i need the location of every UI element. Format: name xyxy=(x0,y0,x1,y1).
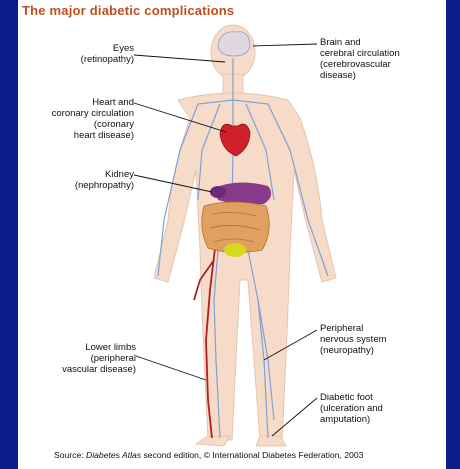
brain-mark xyxy=(218,32,250,56)
diagram-panel: The major diabetic complications xyxy=(18,0,446,469)
label-lower-limbs: Lower limbs (peripheral vascular disease… xyxy=(26,342,136,375)
source-suffix: second edition, © International Diabetes… xyxy=(141,450,363,460)
label-peripheral-nerves: Peripheral nervous system (neuropathy) xyxy=(320,323,444,356)
label-eyes: Eyes (retinopathy) xyxy=(58,43,134,65)
source-caption: Source: Diabetes Atlas second edition, ©… xyxy=(54,450,444,460)
kidney-mark xyxy=(210,186,226,198)
label-brain: Brain and cerebral circulation (cerebrov… xyxy=(320,37,444,81)
bladder-mark xyxy=(224,243,246,257)
source-prefix: Source: xyxy=(54,450,86,460)
source-book: Diabetes Atlas xyxy=(86,450,141,460)
label-diabetic-foot: Diabetic foot (ulceration and amputation… xyxy=(320,392,444,425)
label-kidney: Kidney (nephropathy) xyxy=(58,169,134,191)
label-heart: Heart and coronary circulation (coronary… xyxy=(26,97,134,141)
